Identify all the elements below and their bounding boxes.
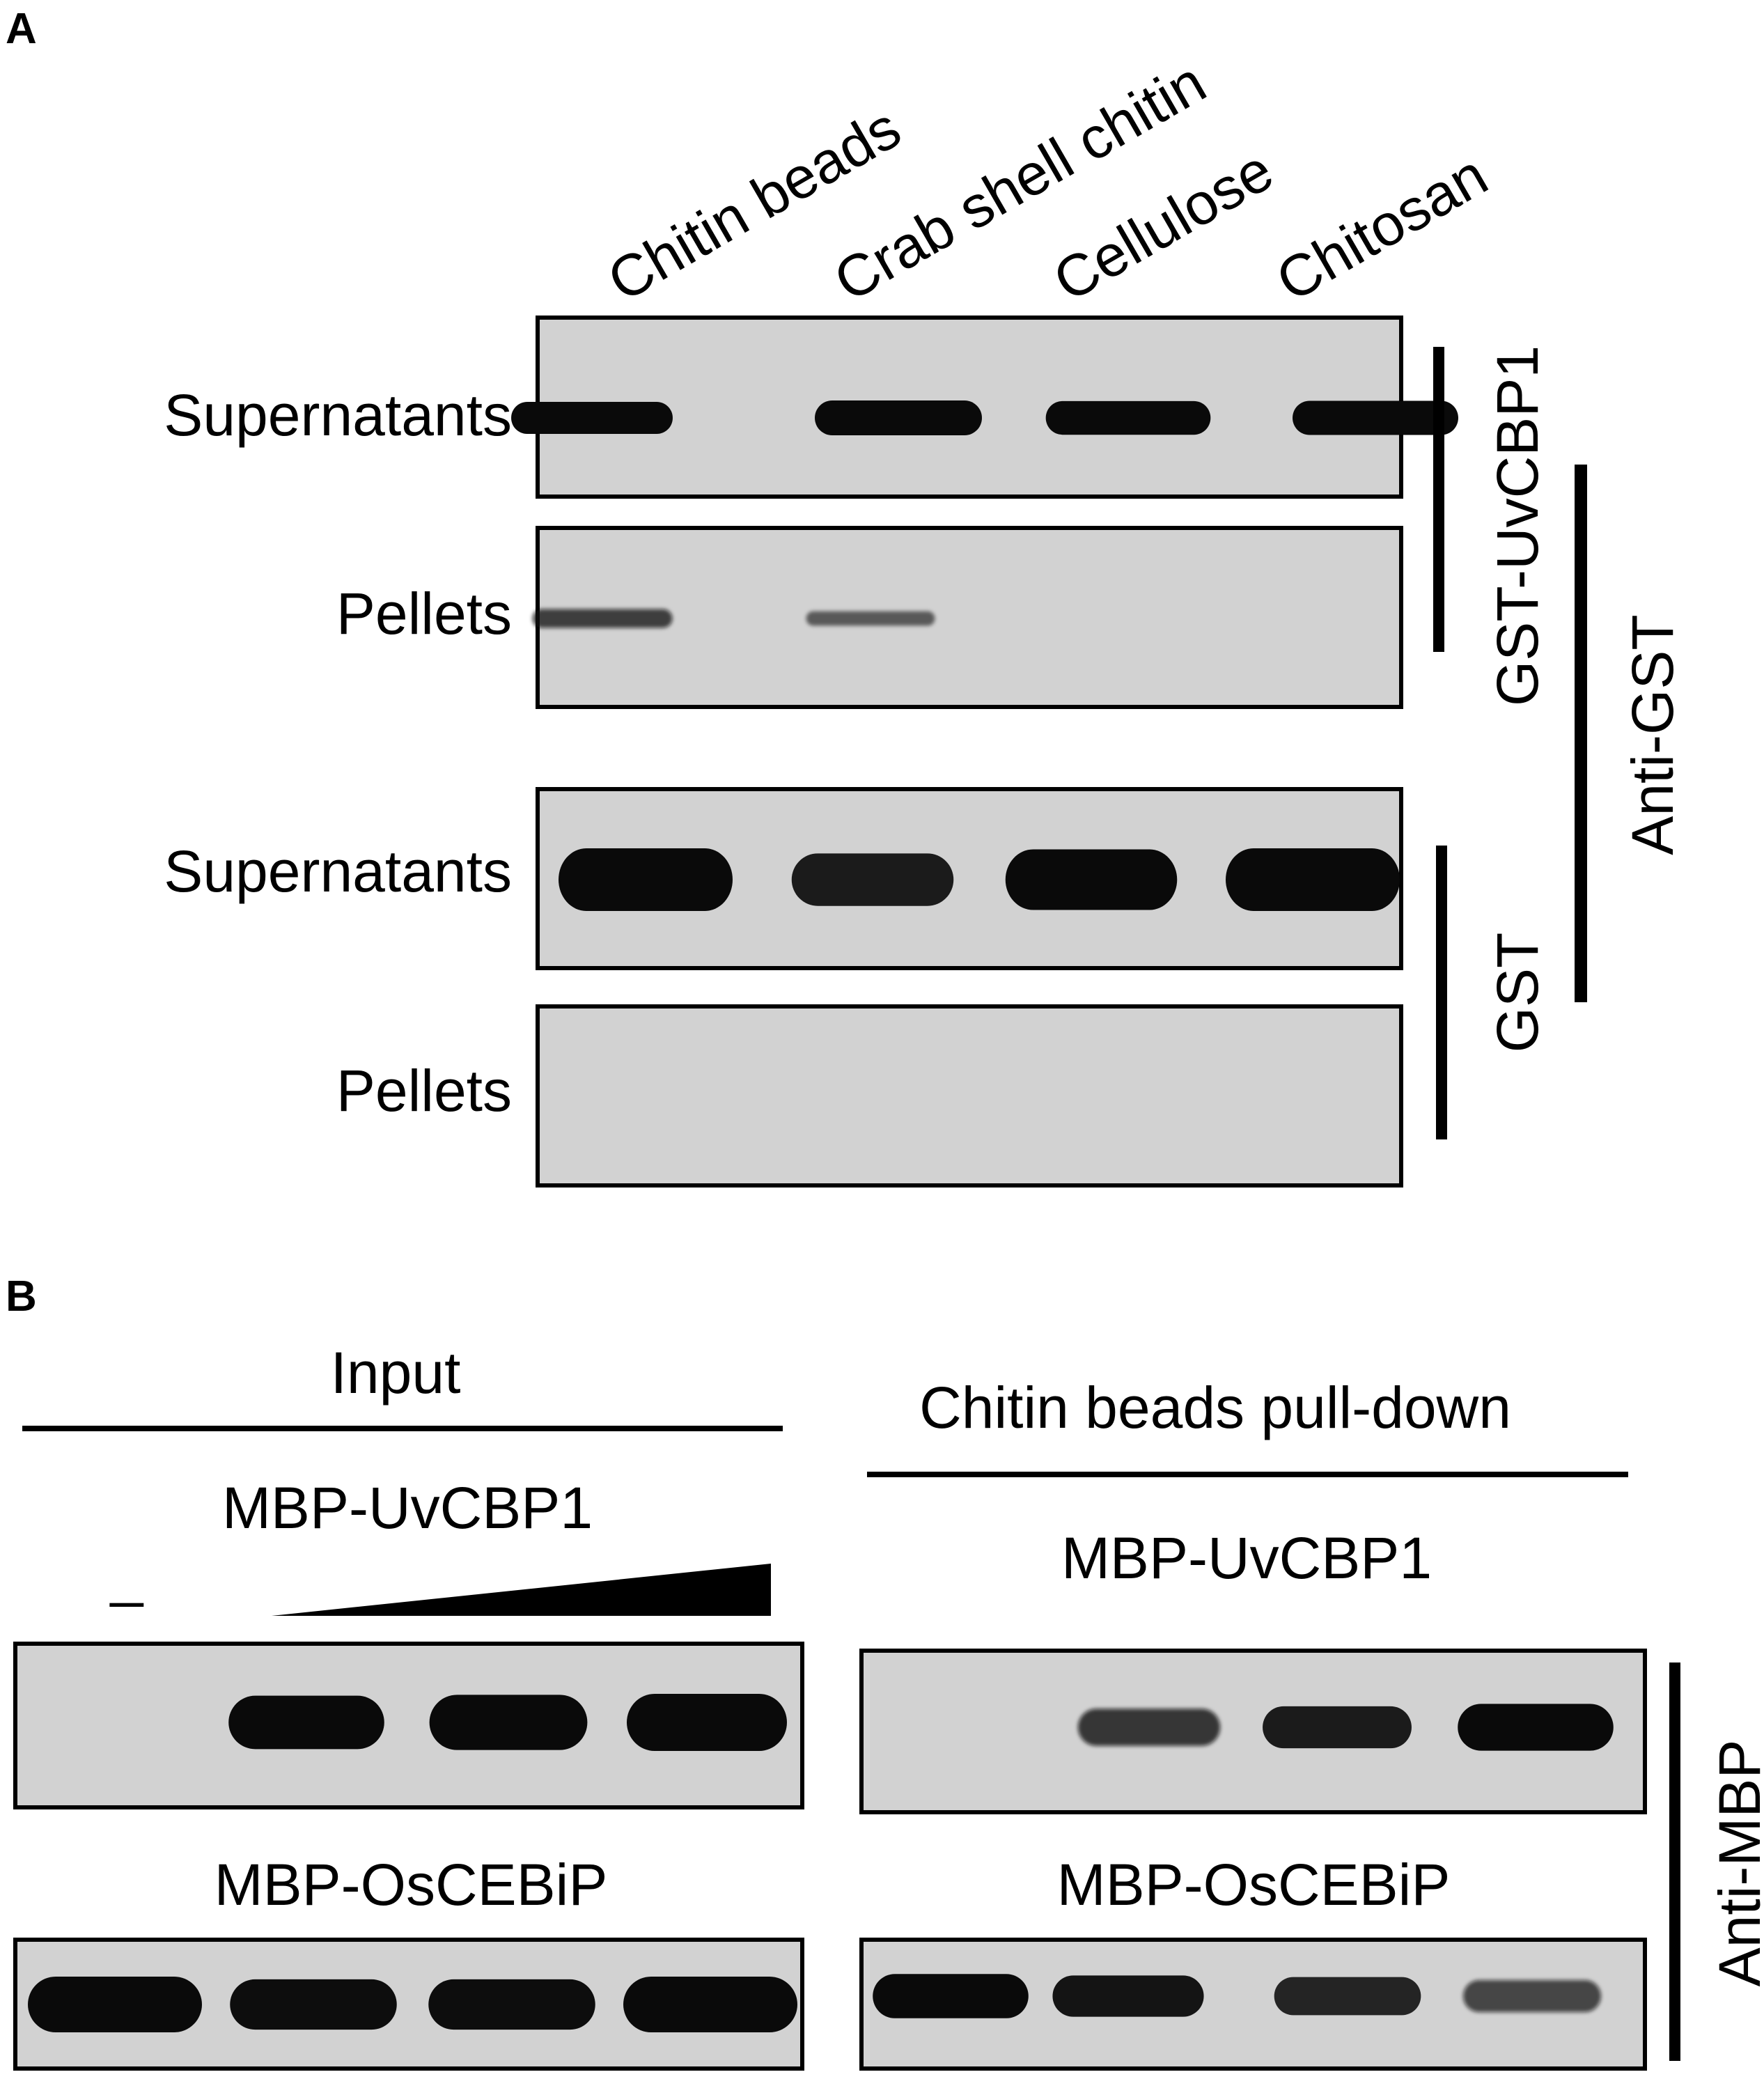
bracket-gst xyxy=(1436,846,1447,1139)
row-label-supernatants-1: Supernatants xyxy=(164,382,512,448)
blot-b-pulldown-1-bands xyxy=(1077,1704,1614,1751)
band-lane-1 xyxy=(28,1977,202,2032)
row-labels: Supernatants Pellets Supernatants Pellet… xyxy=(164,382,512,1123)
pulldown-header: Chitin beads pull-down xyxy=(919,1375,1511,1440)
row-label-pellets-1: Pellets xyxy=(336,581,512,646)
blot-b-input-1-bands xyxy=(228,1694,787,1751)
band-lane-4 xyxy=(627,1694,787,1751)
pulldown-protein2-label: MBP-OsCEBiP xyxy=(1057,1852,1451,1917)
row-label-supernatants-2: Supernatants xyxy=(164,839,512,904)
band-lane-1 xyxy=(511,401,673,435)
blot-a4-membrane xyxy=(536,1004,1403,1188)
label-gst: GST xyxy=(1485,933,1550,1053)
bracket-anti-gst xyxy=(1575,465,1587,1002)
label-anti-gst: Anti-GST xyxy=(1620,614,1685,855)
band-lane-2 xyxy=(228,1695,384,1750)
blot-b-input-2-bands xyxy=(28,1977,797,2032)
band-lane-3 xyxy=(429,1695,588,1750)
band-lane-4 xyxy=(623,1977,797,2032)
pulldown-protein1-label: MBP-UvCBP1 xyxy=(1061,1525,1432,1591)
blot-b-input-2 xyxy=(13,1938,804,2071)
input-header: Input xyxy=(331,1340,461,1406)
band-lane-1 xyxy=(559,848,733,911)
blot-b-input-1 xyxy=(13,1642,804,1809)
band-lane-2 xyxy=(230,1979,397,2030)
band-lane-2 xyxy=(791,853,954,906)
bracket-anti-mbp xyxy=(1669,1663,1680,2061)
band-lane-3 xyxy=(1045,400,1211,435)
band-lane-4 xyxy=(1463,1980,1601,2012)
input-protein2-label: MBP-OsCEBiP xyxy=(214,1852,608,1917)
blot-b-pulldown-2-bands xyxy=(873,1974,1601,2018)
blot-a2-bands xyxy=(532,609,935,628)
label-anti-mbp: Anti-MBP xyxy=(1707,1740,1764,1987)
bracket-gst-uvcbp1 xyxy=(1433,347,1444,652)
blot-a4 xyxy=(536,1004,1403,1188)
blot-a2 xyxy=(532,526,1403,709)
band-lane-3 xyxy=(1263,1706,1412,1749)
blot-a1 xyxy=(511,316,1458,499)
band-lane-2 xyxy=(1077,1708,1221,1746)
input-divider xyxy=(22,1426,783,1431)
band-lane-2 xyxy=(815,400,982,435)
band-lane-1 xyxy=(532,609,673,628)
lane-label-2: Crab shell chitin xyxy=(823,49,1217,313)
blot-a3 xyxy=(536,787,1403,970)
band-lane-4 xyxy=(1293,400,1458,435)
lane-label-4: Chitosan xyxy=(1265,141,1498,313)
panel-a-letter: A xyxy=(6,5,37,53)
band-lane-3 xyxy=(428,1979,595,2030)
band-lane-3 xyxy=(1005,849,1178,910)
band-lane-4 xyxy=(1226,848,1400,911)
band-lane-4 xyxy=(1458,1704,1614,1751)
row-label-pellets-2: Pellets xyxy=(336,1058,512,1123)
amount-gradient-wedge xyxy=(272,1564,771,1616)
blot-a1-membrane xyxy=(536,316,1403,499)
band-lane-2 xyxy=(806,611,935,626)
blot-a1-bands xyxy=(511,400,1458,435)
band-lane-1 xyxy=(873,1974,1029,2018)
input-protein1-label: MBP-UvCBP1 xyxy=(222,1475,593,1541)
blot-b-pulldown-1 xyxy=(859,1649,1647,1814)
label-gst-uvcbp1: GST-UvCBP1 xyxy=(1485,345,1550,706)
blot-a3-bands xyxy=(559,848,1400,911)
panel-b-letter: B xyxy=(6,1272,37,1321)
band-lane-2 xyxy=(1052,1975,1204,2017)
lane-header-labels: Chitin beads Crab shell chitin Cellulose… xyxy=(597,49,1498,313)
band-lane-3 xyxy=(1274,1977,1421,2016)
input-absent-marker: _ xyxy=(109,1542,144,1607)
pulldown-divider xyxy=(867,1472,1628,1477)
blot-b-pulldown-2 xyxy=(859,1938,1647,2071)
